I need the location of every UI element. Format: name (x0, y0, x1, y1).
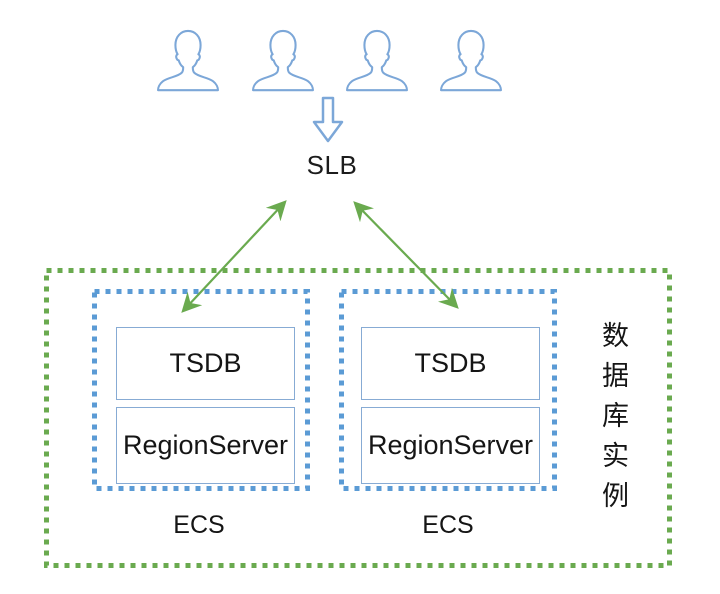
slb-label: SLB (306, 150, 358, 180)
tsdb-box-2: TSDB (361, 327, 540, 400)
tsdb-box-1: TSDB (116, 327, 295, 400)
slb-connections (181, 200, 459, 313)
user-icon (156, 29, 220, 92)
regionserver-box-2: RegionServer (361, 407, 540, 484)
database-instance-label: 数据库实例 (598, 321, 628, 521)
ecs-label-2: ECS (422, 511, 474, 539)
ecs-label-1: ECS (173, 511, 225, 539)
user-icons-row (156, 29, 503, 92)
slb-to-ecs2-arrow (353, 201, 459, 309)
regionserver-box-1: RegionServer (116, 407, 295, 484)
ecs-1-border (92, 289, 310, 491)
user-icon (345, 29, 409, 92)
slb-to-ecs1-arrow (181, 200, 287, 313)
ecs-2-border (339, 289, 557, 491)
user-icon (439, 29, 503, 92)
down-arrow-icon (312, 96, 344, 143)
user-icon (251, 29, 315, 92)
